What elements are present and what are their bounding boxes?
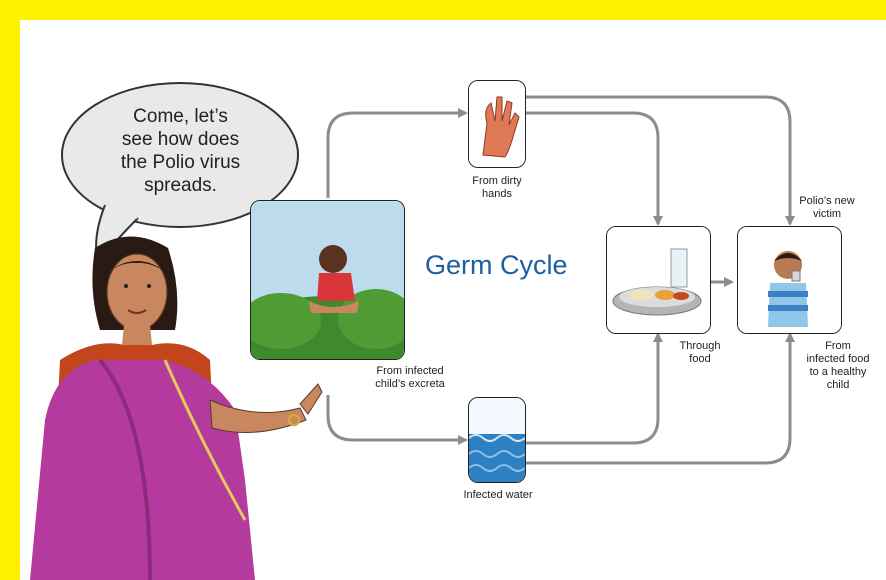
victim-card (737, 226, 842, 334)
food-card (606, 226, 711, 334)
speech-text: Come, let’s see how does the Polio virus… (88, 105, 273, 197)
food-caption-line: food (689, 353, 711, 365)
hands-caption-line: hands (482, 188, 512, 200)
food-caption-line: Through (679, 340, 721, 352)
excreta-card (250, 200, 405, 360)
victim-bottom-caption-line: child (826, 379, 850, 391)
arrow-water-to-victim (526, 332, 795, 465)
speech-line: Come, let’s (133, 106, 228, 127)
arrow-hands-to-victim (526, 95, 795, 226)
top-border (0, 0, 886, 20)
victim-top-caption-line: victim (812, 208, 842, 220)
speech-line: see how does (121, 129, 240, 150)
child-excreta-picture (251, 201, 404, 359)
victim-bottom-caption-line: From (825, 340, 851, 352)
healthy-child-picture (738, 227, 841, 333)
victim-top-caption-line: Polio’s new (799, 195, 855, 207)
arrow-excreta-to-hands (326, 108, 468, 198)
victim-top-caption: Polio’s new victim (782, 195, 872, 221)
hands-caption: From dirty hands (456, 175, 538, 201)
victim-bottom-caption-line: infected food (806, 353, 870, 365)
speech-line: spreads. (144, 175, 217, 196)
dirty-hand-picture (469, 81, 525, 167)
woman-illustration (30, 236, 323, 580)
hands-card (468, 80, 526, 168)
water-card (468, 397, 526, 483)
arrow-excreta-to-water (326, 395, 468, 445)
excreta-caption-line: From infected (376, 365, 444, 377)
diagram-title: Germ Cycle (425, 250, 568, 280)
left-border (0, 0, 20, 580)
excreta-caption-line: child’s excreta (375, 378, 445, 390)
water-caption-line: Infected water (463, 489, 533, 501)
victim-bottom-caption: From infected food to a healthy child (795, 340, 881, 392)
infected-water-picture (469, 398, 525, 482)
arrow-water-to-food (526, 332, 663, 445)
water-caption: Infected water (450, 489, 546, 502)
food-plate-picture (607, 227, 710, 333)
victim-bottom-caption-line: to a healthy (809, 366, 867, 378)
speech-line: the Polio virus (120, 152, 241, 173)
excreta-caption: From infected child’s excreta (355, 365, 465, 391)
food-caption: Through food (668, 340, 732, 366)
hands-caption-line: From dirty (472, 175, 522, 187)
arrow-hands-to-food (526, 111, 663, 226)
speech-bubble (61, 82, 299, 265)
